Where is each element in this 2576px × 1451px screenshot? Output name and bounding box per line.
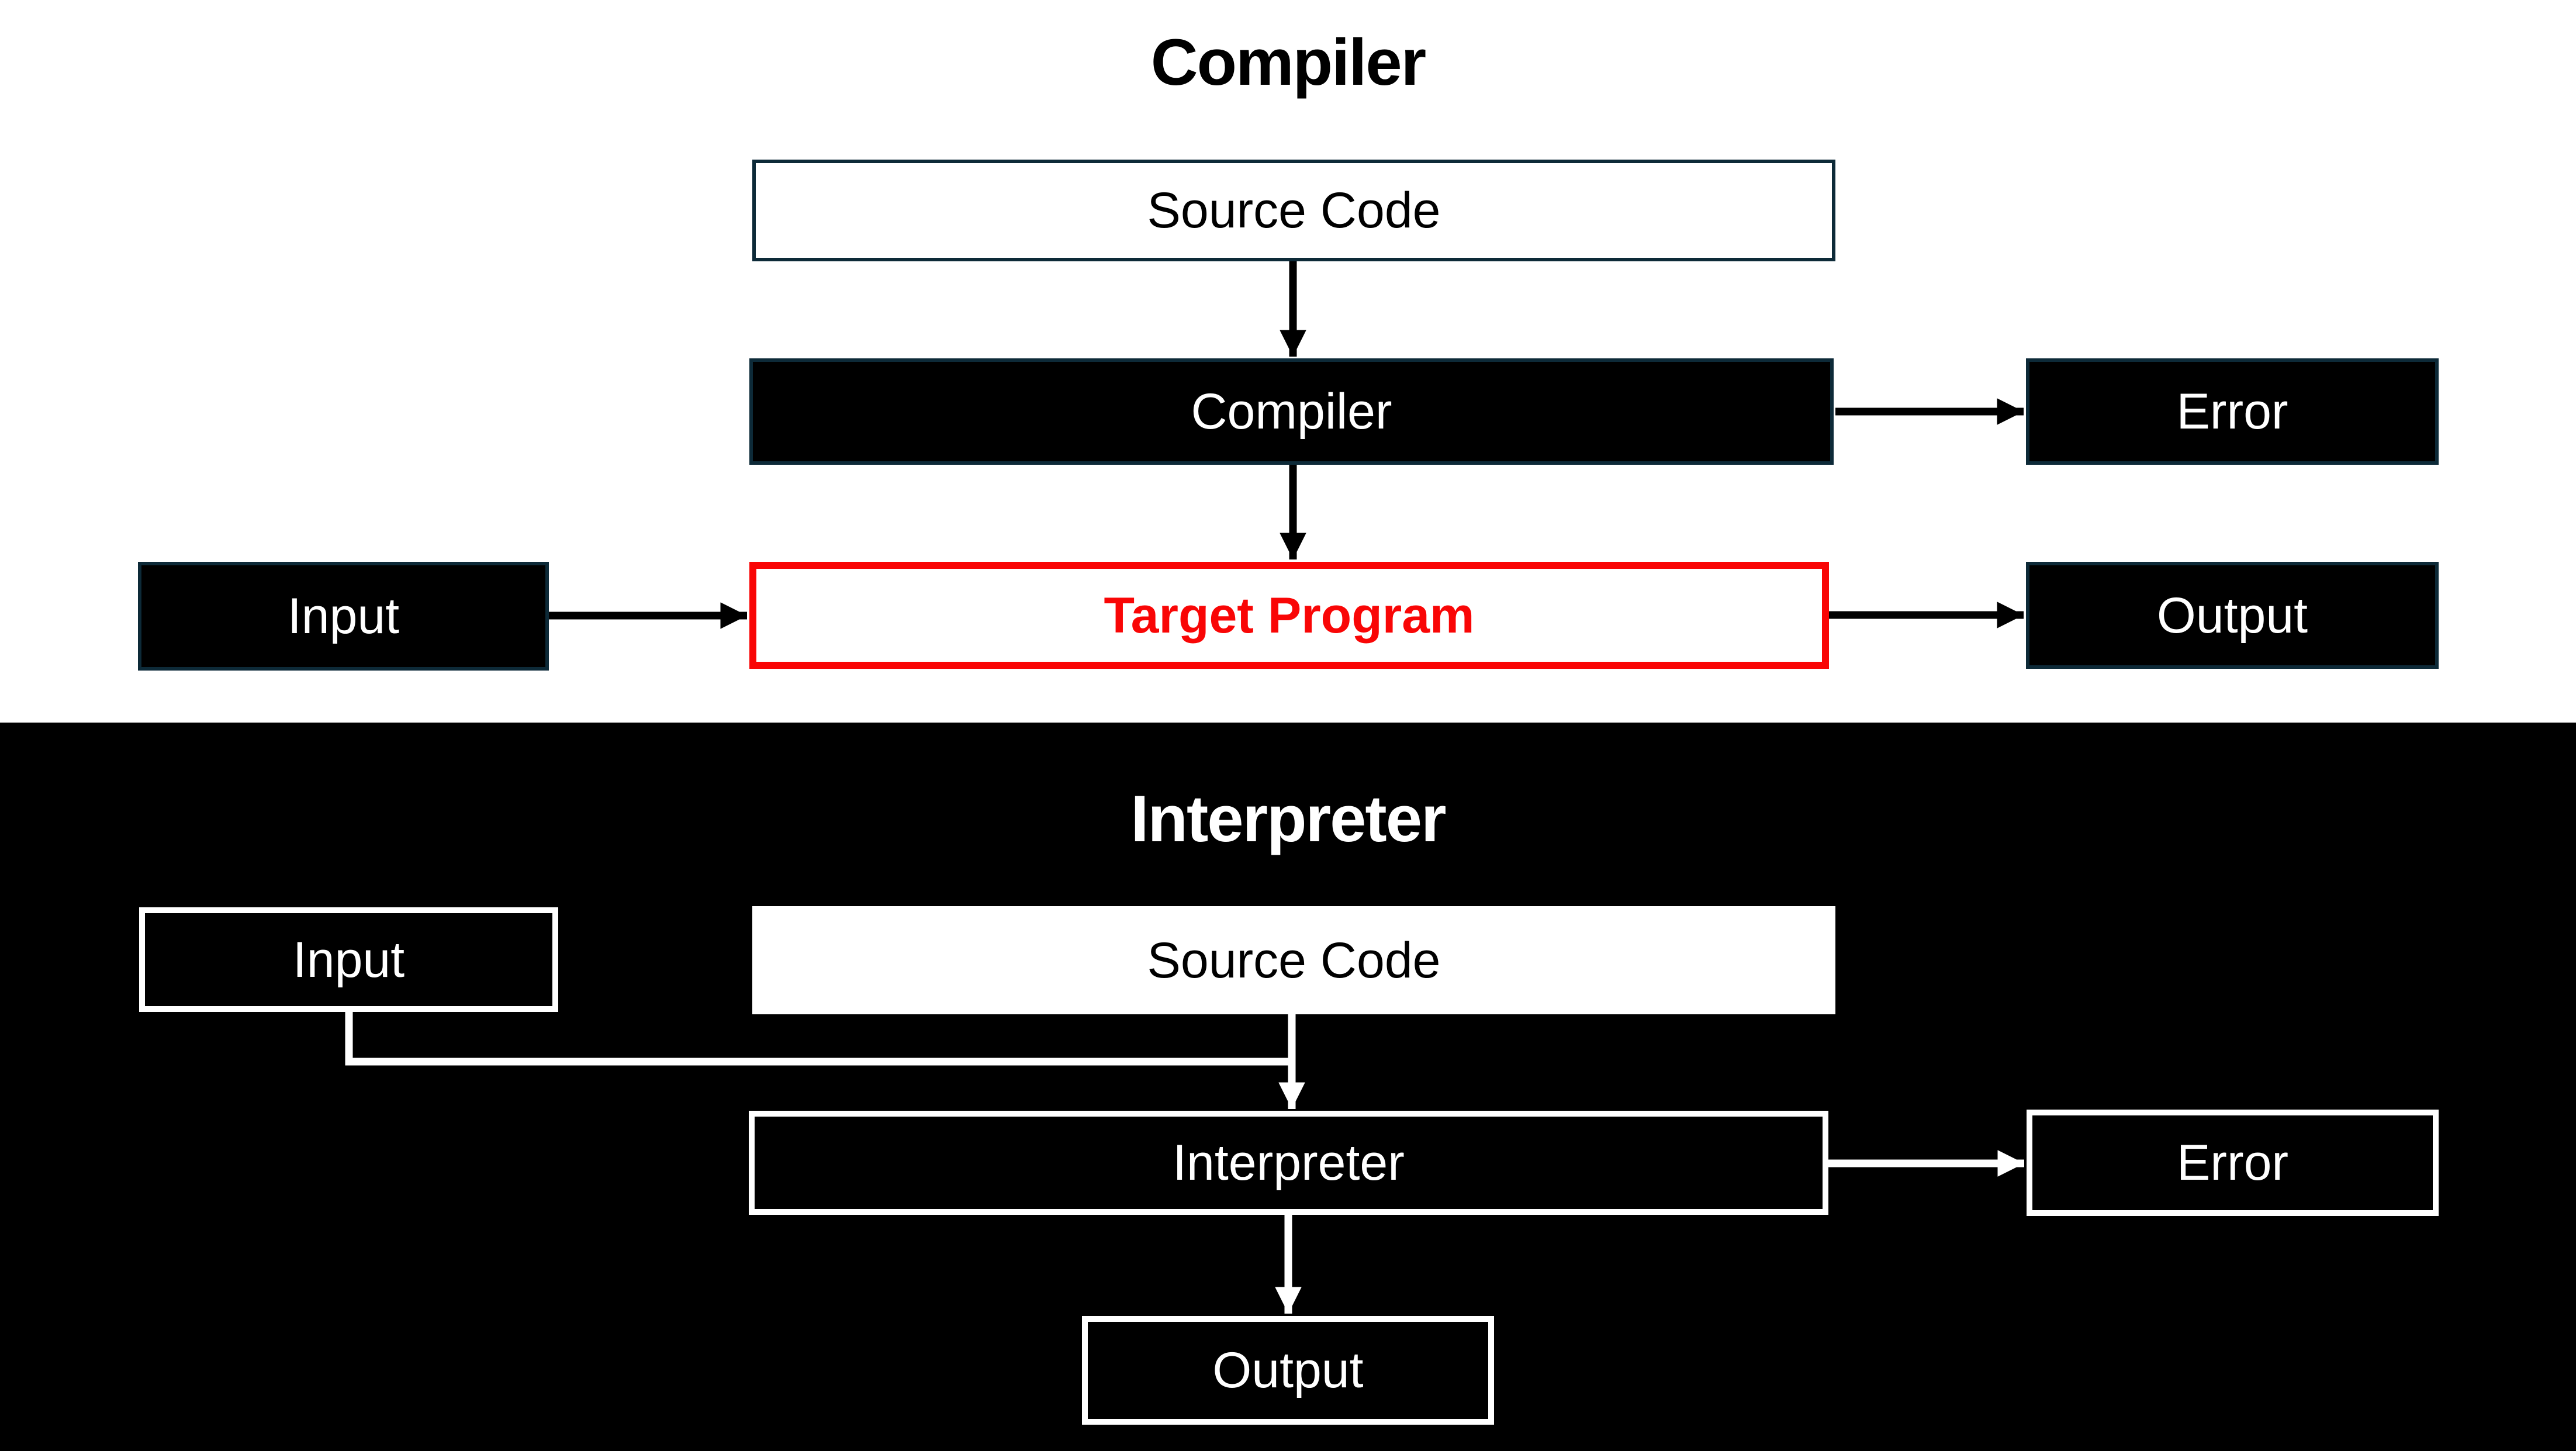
node-output-bottom: Output — [1082, 1316, 1494, 1425]
node-interpreter-label: Interpreter — [1173, 1135, 1405, 1191]
node-compiler: Compiler — [749, 358, 1834, 465]
node-input-bottom: Input — [139, 907, 558, 1012]
node-input-top: Input — [138, 562, 549, 671]
node-source-code-top: Source Code — [752, 160, 1835, 261]
node-output-bottom-label: Output — [1212, 1342, 1364, 1398]
node-source-code-bottom-label: Source Code — [1147, 932, 1441, 989]
compiler-section-title: Compiler — [1150, 25, 1426, 99]
node-output-top-label: Output — [2156, 587, 2308, 644]
node-input-top-label: Input — [287, 588, 400, 644]
node-target-program: Target Program — [749, 562, 1829, 669]
node-error-top: Error — [2026, 358, 2439, 465]
node-error-bottom-label: Error — [2176, 1135, 2289, 1191]
node-input-bottom-label: Input — [292, 931, 405, 988]
node-source-code-bottom: Source Code — [752, 906, 1835, 1014]
node-compiler-label: Compiler — [1191, 384, 1392, 440]
node-error-top-label: Error — [2176, 384, 2288, 440]
node-error-bottom: Error — [2027, 1110, 2439, 1216]
interpreter-section-title: Interpreter — [1130, 782, 1446, 855]
node-target-program-label: Target Program — [1104, 587, 1475, 644]
node-output-top: Output — [2026, 562, 2439, 669]
node-source-code-top-label: Source Code — [1147, 182, 1441, 239]
node-interpreter: Interpreter — [749, 1111, 1828, 1215]
